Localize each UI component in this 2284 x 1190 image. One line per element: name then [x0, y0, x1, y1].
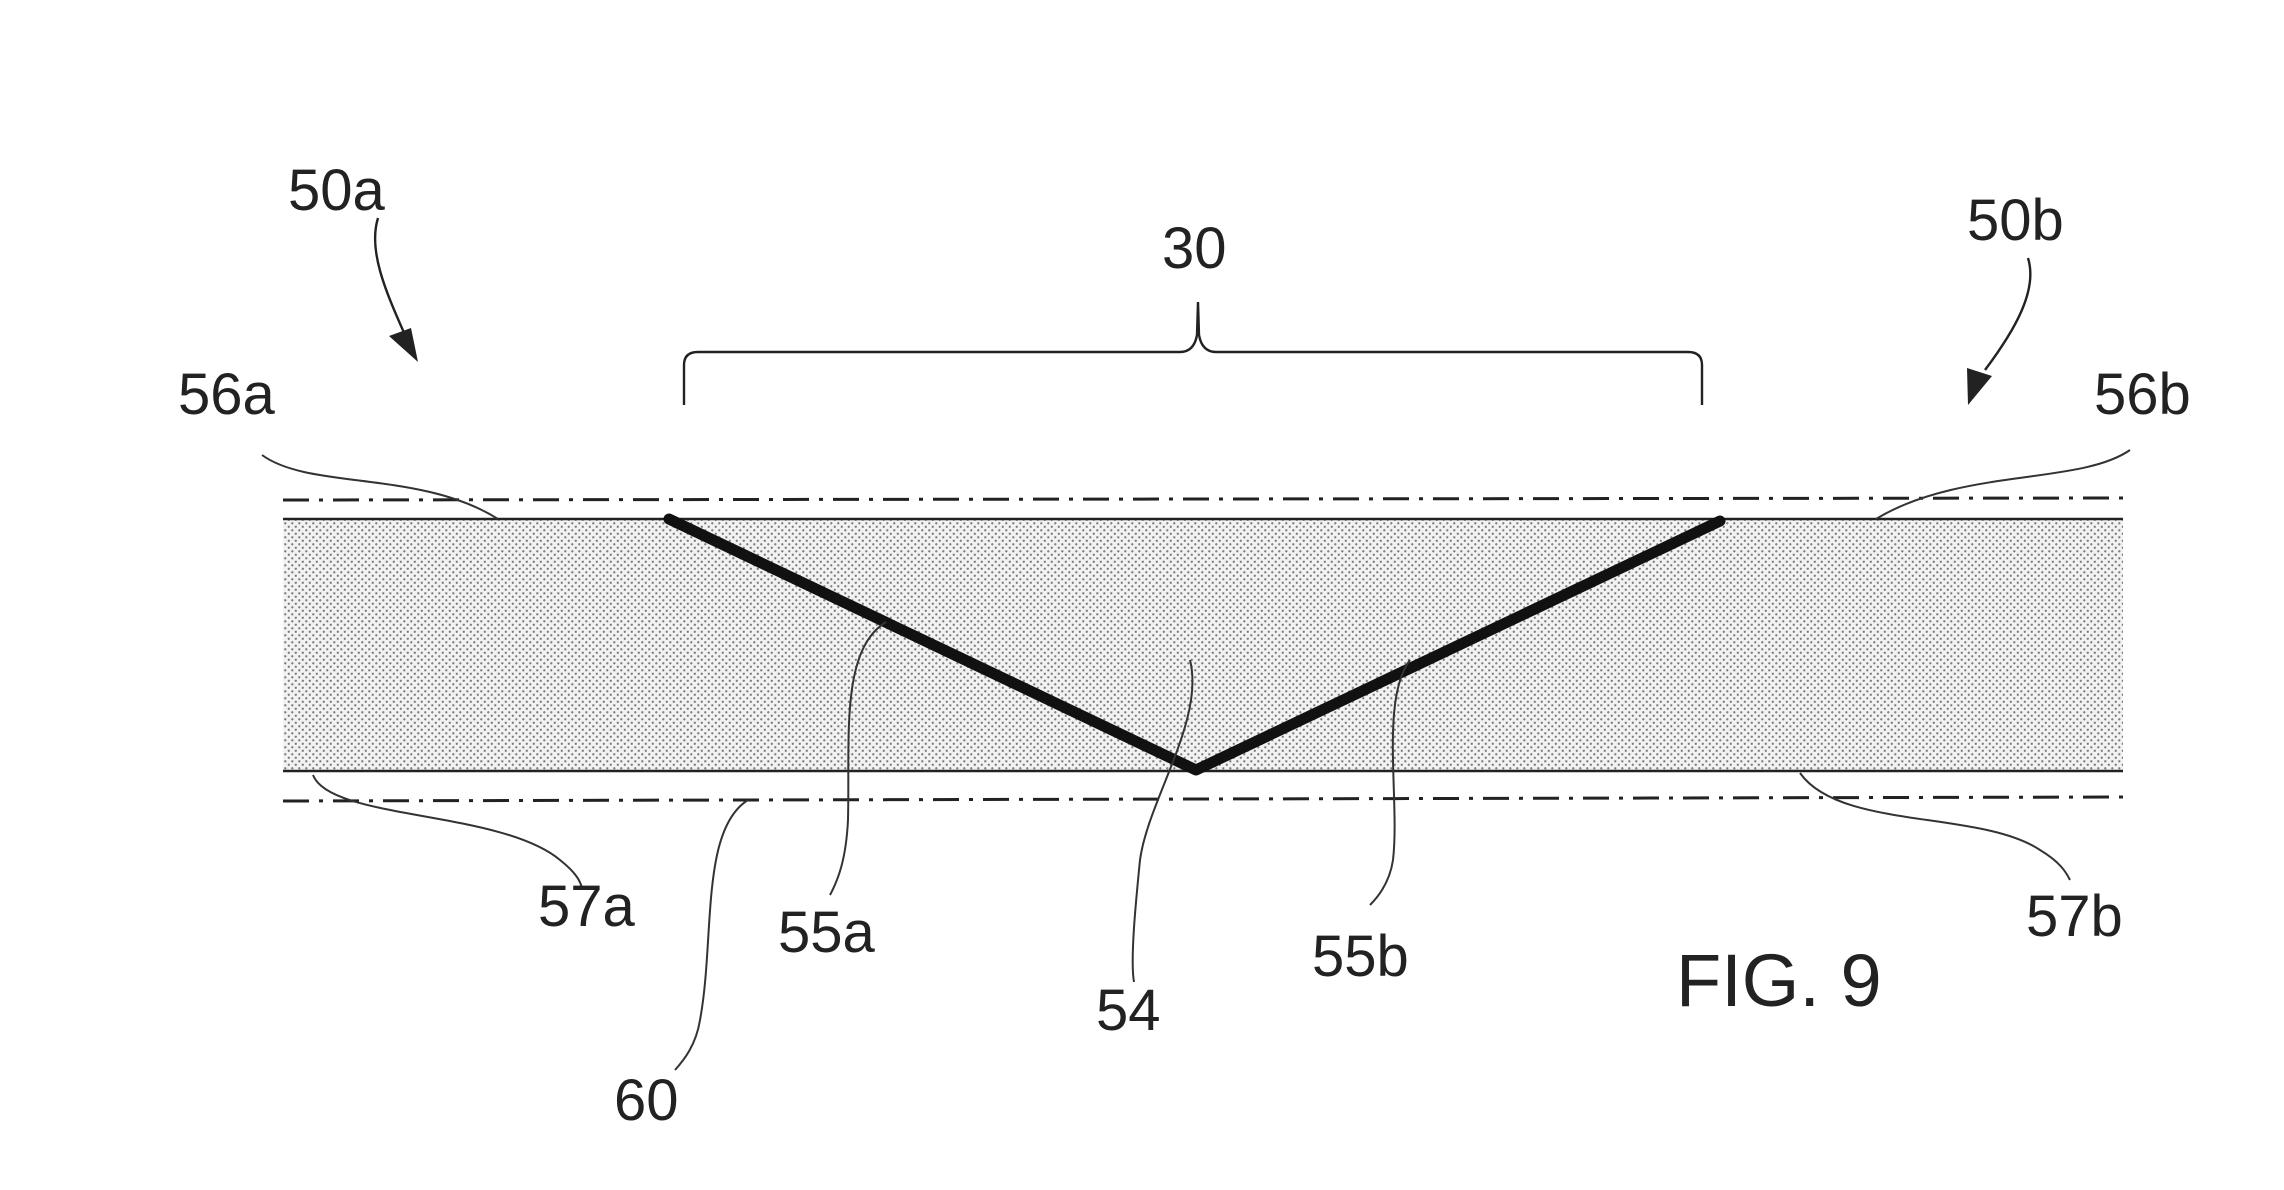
brace-30: [682, 301, 1704, 405]
label-55a: 55a: [778, 900, 876, 965]
leader-57b: [1799, 772, 2071, 881]
label-56b: 56b: [2094, 362, 2191, 427]
label-57b: 57b: [2026, 884, 2123, 949]
leader-55a: [829, 621, 887, 896]
leader-56b: [1875, 449, 2131, 520]
arrow-50a-shaft: [373, 217, 407, 336]
arrow-50b-shaft: [1984, 257, 2032, 371]
leader-54: [1131, 659, 1194, 983]
lower-dashdot-line: [282, 795, 2126, 803]
figure-caption: FIG. 9: [1676, 939, 1882, 1022]
label-55b: 55b: [1312, 924, 1409, 989]
leader-60: [674, 799, 749, 1071]
leader-57a: [312, 774, 583, 889]
leader-56a: [261, 454, 499, 520]
upper-dashdot-line: [282, 496, 2126, 502]
label-30: 30: [1162, 216, 1227, 281]
arrow-50b-head-icon: [1967, 368, 1992, 405]
label-50b: 50b: [1967, 188, 2064, 253]
label-50a: 50a: [288, 158, 386, 223]
stippled-layer: [283, 519, 2123, 771]
leader-55b: [1369, 659, 1411, 906]
label-57a: 57a: [538, 874, 636, 939]
label-56a: 56a: [178, 362, 276, 427]
label-60: 60: [614, 1068, 679, 1133]
arrow-50a-head-icon: [389, 328, 418, 362]
v-groove: [663, 513, 1726, 776]
label-54: 54: [1096, 978, 1161, 1043]
